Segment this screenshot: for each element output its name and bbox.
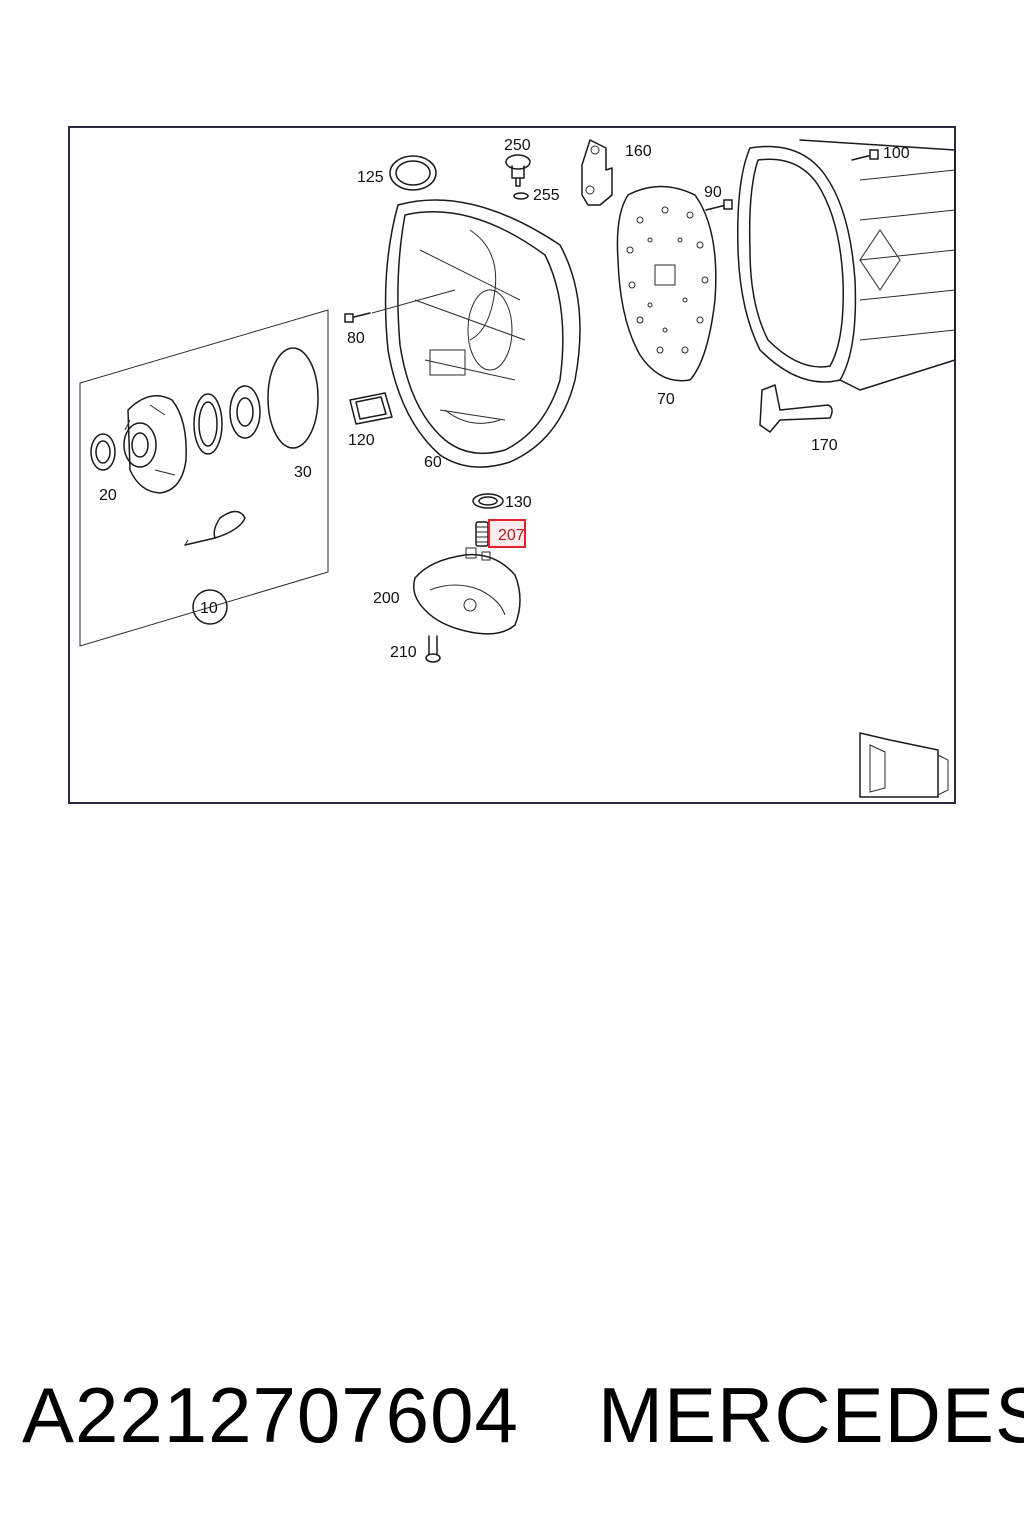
transmission-housing-part[interactable] bbox=[384, 199, 581, 468]
bolt-210-part[interactable] bbox=[425, 635, 441, 663]
brand-name: MERCEDES bbox=[598, 1371, 1024, 1459]
gasket-120-part[interactable] bbox=[349, 392, 393, 425]
bolt-90-part[interactable] bbox=[705, 199, 733, 211]
spring-207-part[interactable] bbox=[475, 521, 489, 547]
callout-80[interactable]: 80 bbox=[347, 330, 365, 347]
callout-170[interactable]: 170 bbox=[811, 437, 838, 454]
cover-seal-part[interactable] bbox=[389, 155, 437, 191]
callout-200[interactable]: 200 bbox=[373, 590, 400, 607]
callout-30[interactable]: 30 bbox=[294, 464, 312, 481]
callout-90[interactable]: 90 bbox=[704, 184, 722, 201]
callout-207[interactable]: 207 bbox=[498, 527, 525, 544]
intermediate-plate-70-part[interactable] bbox=[616, 185, 717, 382]
callout-70[interactable]: 70 bbox=[657, 391, 675, 408]
product-footer: A2212707604 MERCEDES bbox=[0, 1370, 1024, 1470]
callout-10[interactable]: 10 bbox=[200, 600, 218, 617]
subassembly-box bbox=[79, 309, 329, 647]
transmission-case-part[interactable] bbox=[737, 139, 956, 391]
valve-body-200-part[interactable] bbox=[413, 547, 521, 635]
highlight-box-207[interactable] bbox=[488, 519, 526, 548]
bolt-80-part[interactable] bbox=[344, 312, 371, 323]
callout-125[interactable]: 125 bbox=[357, 169, 384, 186]
small-o-ring-part[interactable] bbox=[513, 192, 529, 200]
callout-255[interactable]: 255 bbox=[533, 187, 560, 204]
seal-ring-part[interactable] bbox=[90, 433, 116, 471]
callout-250[interactable]: 250 bbox=[504, 137, 531, 154]
bracket-170-part[interactable] bbox=[759, 384, 833, 433]
callout-130[interactable]: 130 bbox=[505, 494, 532, 511]
exploded-parts-diagram: 10 20 30 60 70 80 90 100 120 125 130 160… bbox=[79, 137, 956, 798]
callout-60[interactable]: 60 bbox=[424, 454, 442, 471]
part-number: A2212707604 bbox=[22, 1371, 519, 1459]
callout-circle-10 bbox=[192, 589, 228, 625]
callout-120[interactable]: 120 bbox=[348, 432, 375, 449]
seal-ring-130-part[interactable] bbox=[472, 493, 504, 509]
o-ring-part[interactable] bbox=[267, 347, 319, 449]
breather-valve-part[interactable] bbox=[505, 154, 531, 187]
transmission-locator-icon bbox=[859, 732, 949, 798]
pump-housing-part[interactable] bbox=[123, 395, 187, 494]
bolt-100-part[interactable] bbox=[851, 149, 879, 161]
parts-diagram-frame bbox=[68, 126, 956, 804]
callout-160[interactable]: 160 bbox=[625, 143, 652, 160]
cable-tie-part[interactable] bbox=[184, 510, 246, 546]
callout-20[interactable]: 20 bbox=[99, 487, 117, 504]
callout-100[interactable]: 100 bbox=[883, 145, 910, 162]
callout-210[interactable]: 210 bbox=[390, 644, 417, 661]
gear-ring-part[interactable] bbox=[193, 385, 261, 455]
bracket-160-part[interactable] bbox=[581, 139, 613, 206]
